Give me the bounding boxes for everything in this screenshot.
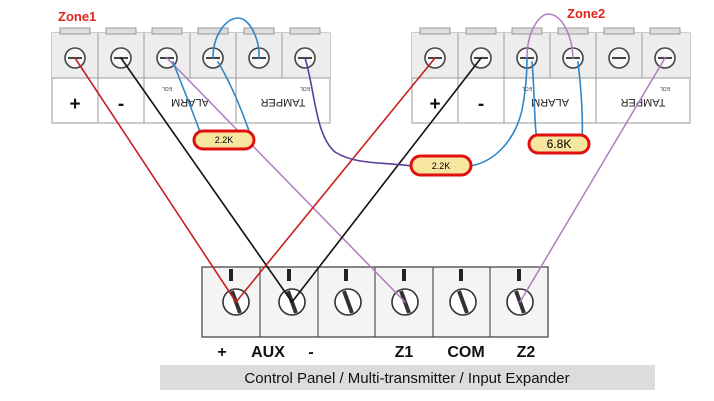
zone1-plus-label: + xyxy=(69,94,80,115)
zone2-eol-tamper-label: EOL xyxy=(660,85,670,91)
zone2-screw-tamper-a xyxy=(608,47,630,69)
wire-zone1-minus-to-panel-minus xyxy=(120,57,293,303)
panel-top-ticks xyxy=(229,269,521,281)
zone1-screw-row xyxy=(52,33,330,78)
wire-zone2-alarm-loop xyxy=(526,13,574,59)
wire-zone2-tamper-to-z2 xyxy=(519,57,666,303)
panel-minus-label: - xyxy=(308,344,313,361)
zone2-alarm-label: ALARM xyxy=(531,96,569,108)
zone2-eol-alarm-label: EOL xyxy=(522,85,532,91)
zone1-resistor: 2.2K xyxy=(192,129,256,151)
zone1-alarm-label: ALARM xyxy=(171,96,209,108)
zone2-tamper-label: TAMPER xyxy=(620,96,665,108)
zone2-cell-dividers xyxy=(457,33,643,123)
wire-link-resistor-to-zone2-alarm xyxy=(469,57,528,167)
zone2-terminal-strip: Zone2 + xyxy=(411,6,691,124)
zone1-minus-label: - xyxy=(118,94,124,115)
wire-zone1-plus-to-panel-plus xyxy=(74,57,237,303)
zone1-cell-dividers xyxy=(97,33,283,123)
panel-caption-box xyxy=(160,365,655,390)
wire-zone2-minus-to-panel-minus xyxy=(291,57,482,303)
panel-z2-label: Z2 xyxy=(517,344,536,361)
wire-zone1-alarm-to-z1 xyxy=(166,57,406,303)
control-panel-terminal-block: + AUX - Z1 COM Z2 Control Panel / Multi-… xyxy=(160,266,655,390)
zone1-eol-tamper-label: EOL xyxy=(300,85,310,91)
panel-screw-com xyxy=(449,288,477,316)
zone2-top-bumps xyxy=(419,27,681,35)
wire-zone2-plus-to-panel-plus xyxy=(235,57,436,303)
zone1-screws xyxy=(64,47,316,69)
panel-screw-unused xyxy=(334,288,362,316)
panel-cell-dividers xyxy=(259,267,491,337)
zone2-resistor-value: 6.8K xyxy=(547,137,572,151)
zone1-tamper-label: TAMPER xyxy=(260,96,305,108)
panel-aux-label: AUX xyxy=(251,344,285,361)
zone2-plus-label: + xyxy=(429,94,440,115)
zone2-resistor: 6.8K xyxy=(527,133,591,155)
panel-z1-label: Z1 xyxy=(395,344,414,361)
zone2-screw-row xyxy=(412,33,690,78)
zone2-title: Zone2 xyxy=(567,6,605,21)
zone1-title: Zone1 xyxy=(58,9,96,24)
zone2-minus-label: - xyxy=(478,94,484,115)
wires xyxy=(74,13,666,303)
link-resistor-value: 2.2K xyxy=(432,161,451,171)
zone1-top-bumps xyxy=(59,27,321,35)
link-resistor: 2.2K xyxy=(409,154,473,177)
panel-caption: Control Panel / Multi-transmitter / Inpu… xyxy=(244,370,569,387)
wire-zone1-alarm-tamper-jumper xyxy=(212,17,260,59)
zone1-resistor-value: 2.2K xyxy=(215,135,234,145)
wire-zone1-tamper-to-link-resistor xyxy=(304,57,413,167)
panel-com-label: COM xyxy=(447,344,484,361)
panel-plus-label: + xyxy=(217,344,226,361)
zone1-terminal-strip: Zone1 xyxy=(51,9,331,124)
zone1-eol-alarm-label: EOL xyxy=(162,85,172,91)
